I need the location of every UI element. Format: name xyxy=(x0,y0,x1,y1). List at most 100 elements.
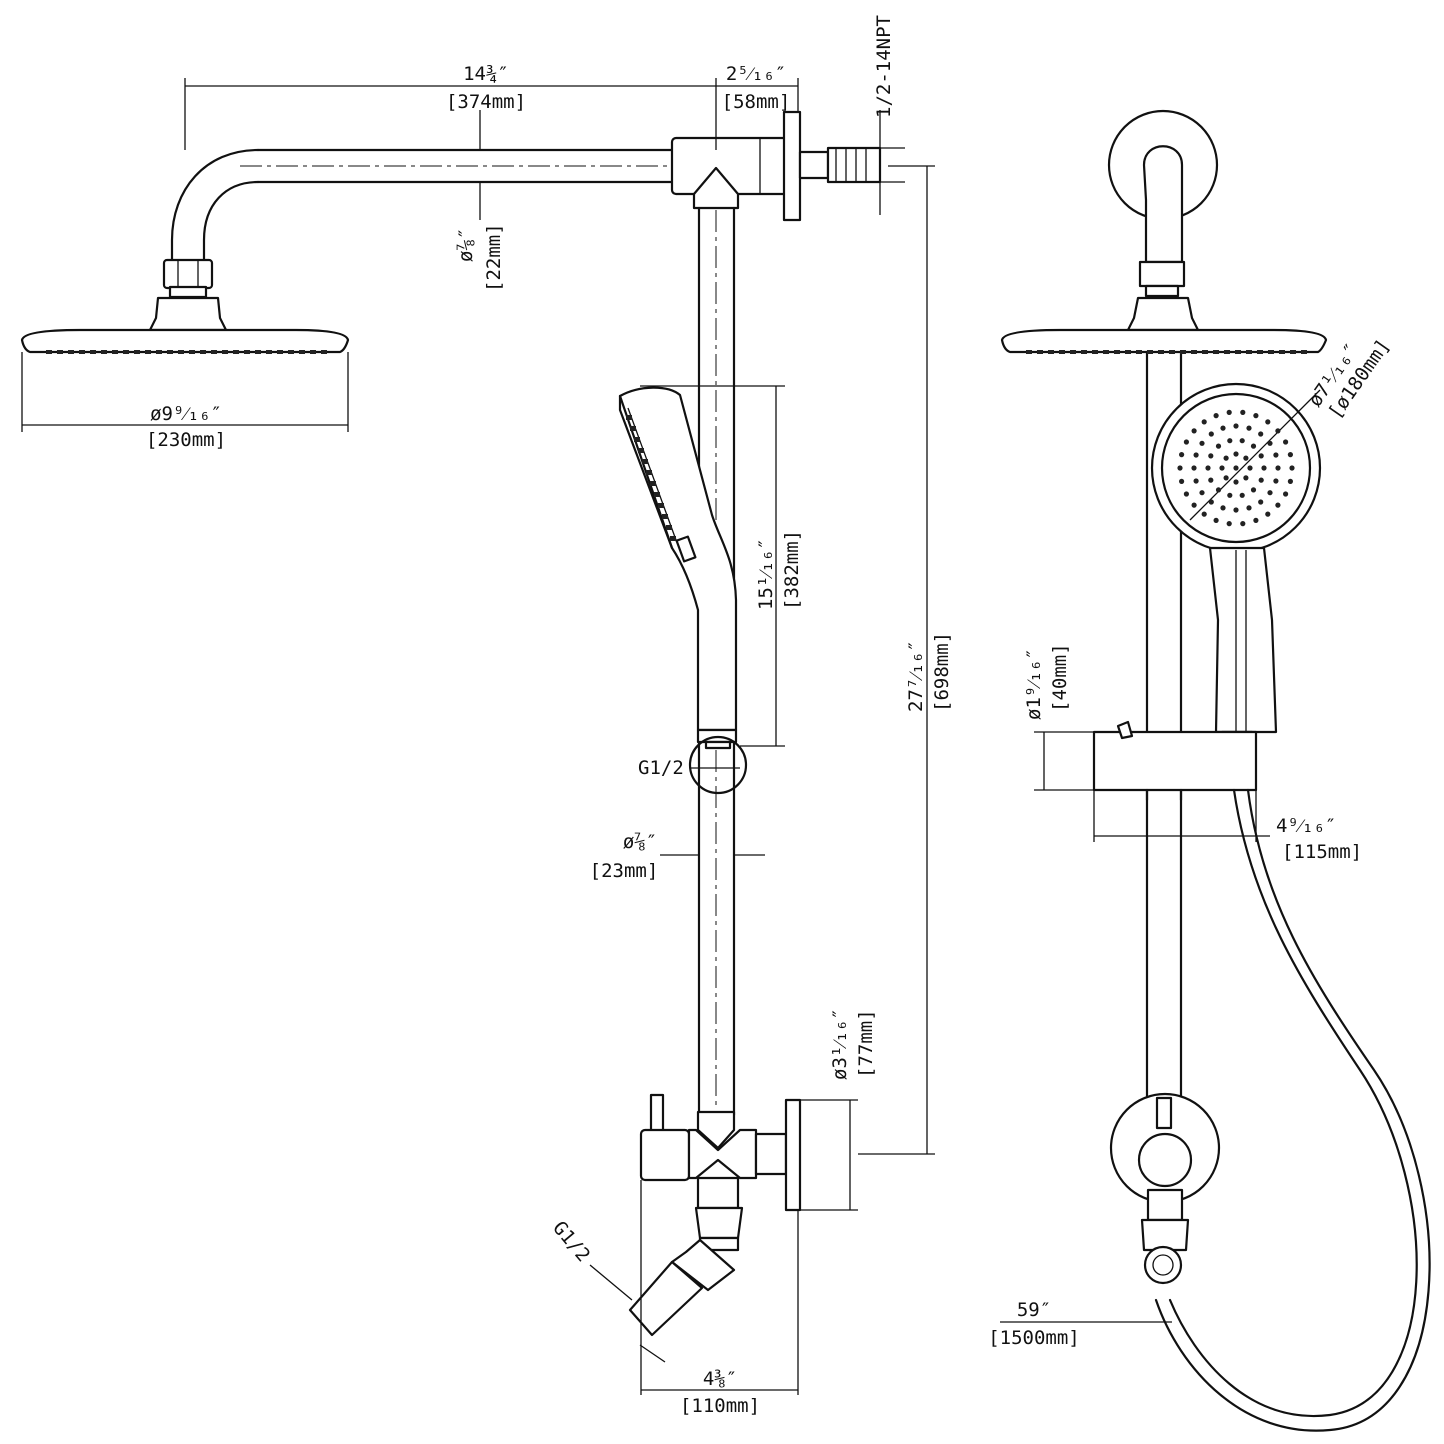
nozzle-mark xyxy=(1026,350,1032,354)
nozzle-dot xyxy=(1275,465,1281,471)
nozzle-dot xyxy=(1253,517,1259,524)
nozzle-dot xyxy=(1191,465,1197,471)
nozzle-dot xyxy=(1227,438,1233,444)
nozzle-dot xyxy=(1199,490,1205,496)
nozzle-dot xyxy=(1205,465,1211,471)
bar-height-imperial: 27⁷⁄₁₆″ xyxy=(905,640,927,712)
nozzle-mark xyxy=(1125,350,1131,354)
nozzle-mark xyxy=(662,514,668,519)
nozzle-dot xyxy=(1289,465,1295,471)
thread-detail-circle xyxy=(688,735,748,795)
bar-diameter-imperial: ø⅞″ xyxy=(623,831,657,853)
nozzle-mark xyxy=(1246,350,1252,354)
nozzle-mark xyxy=(244,350,250,354)
nozzle-mark xyxy=(666,525,672,530)
diverter-depth-metric: [110mm] xyxy=(680,1395,760,1417)
bar-height-metric: [698mm] xyxy=(931,632,953,712)
nozzle-mark xyxy=(134,350,140,354)
nozzle-dot xyxy=(1233,507,1239,513)
slider-width-imperial: 4⁹⁄₁₆″ xyxy=(1276,815,1336,837)
nozzle-dot xyxy=(1239,492,1245,498)
nozzle-mark xyxy=(266,350,272,354)
nozzle-mark xyxy=(1158,350,1164,354)
nozzle-dot xyxy=(1208,453,1214,459)
nozzle-mark xyxy=(1257,350,1263,354)
nozzle-mark xyxy=(1103,350,1109,354)
nozzle-dot xyxy=(1287,478,1293,484)
nozzle-mark xyxy=(650,481,656,486)
rain-shower-head-side xyxy=(20,296,350,354)
nozzle-mark xyxy=(57,350,63,354)
nozzle-dot xyxy=(1208,431,1214,437)
nozzle-dot xyxy=(1247,465,1253,471)
side-view xyxy=(20,110,882,1337)
nozzle-mark xyxy=(1136,350,1142,354)
nozzle-dot xyxy=(1233,479,1239,485)
flange-diameter-metric: [77mm] xyxy=(855,1009,877,1078)
slider-height-imperial: ø1⁹⁄₁₆″ xyxy=(1023,648,1045,720)
arm-diameter-metric: [22mm] xyxy=(483,223,505,292)
nozzle-mark xyxy=(1224,350,1230,354)
nozzle-dot xyxy=(1240,409,1246,415)
arm-length-metric: [374mm] xyxy=(446,91,526,113)
handheld-face xyxy=(1150,382,1322,746)
nozzle-mark xyxy=(46,350,52,354)
nozzle-dot xyxy=(1243,475,1249,481)
nozzle-dot xyxy=(1258,499,1264,505)
nozzle-dot xyxy=(1199,440,1205,446)
nozzle-mark xyxy=(630,426,636,431)
handheld-length-metric: [382mm] xyxy=(781,530,803,610)
nozzle-dot xyxy=(1240,521,1246,527)
nozzle-dot xyxy=(1219,465,1225,471)
nozzle-dot xyxy=(1220,425,1226,431)
inlet-thread-label: G1/2 xyxy=(548,1217,594,1266)
dimension-labels: 14¾″ [374mm] 2⁵⁄₁₆″ [58mm] 1/2-14NPT ø⅞″… xyxy=(146,15,1395,1417)
nozzle-dot xyxy=(1191,502,1197,508)
nozzle-mark xyxy=(1191,350,1197,354)
nozzle-mark xyxy=(1092,350,1098,354)
nozzle-dot xyxy=(1183,491,1189,497)
hose-length-metric: [1500mm] xyxy=(988,1327,1080,1349)
arm-offset-imperial: 2⁵⁄₁₆″ xyxy=(726,63,786,85)
nozzle-mark xyxy=(1114,350,1120,354)
diverter-depth-imperial: 4⅜″ xyxy=(703,1368,737,1390)
nozzle-dot xyxy=(1220,505,1226,511)
bar-diameter-metric: [23mm] xyxy=(590,860,659,882)
nozzle-dot xyxy=(1273,452,1279,458)
rain-head-diameter-imperial: ø9⁹⁄₁₆″ xyxy=(150,403,222,425)
arm-offset-metric: [58mm] xyxy=(722,91,791,113)
nozzle-mark xyxy=(1180,350,1186,354)
nozzle-mark xyxy=(642,459,648,464)
nozzle-dot xyxy=(1283,491,1289,497)
nozzle-mark xyxy=(123,350,129,354)
nozzle-mark xyxy=(1235,350,1241,354)
front-view xyxy=(1000,109,1431,1432)
slider-width-metric: [115mm] xyxy=(1282,841,1362,863)
nozzle-dot xyxy=(1201,511,1207,517)
nozzle-mark xyxy=(626,415,632,420)
handheld-thread-label: G1/2 xyxy=(638,757,684,779)
nozzle-dot xyxy=(1233,423,1239,429)
hose xyxy=(1168,788,1418,1418)
arm-diameter-imperial: ø⅞″ xyxy=(455,228,477,262)
nozzle-dot xyxy=(1201,419,1207,425)
nozzle-mark xyxy=(310,350,316,354)
nozzle-dot xyxy=(1191,428,1197,434)
nozzle-mark xyxy=(1268,350,1274,354)
nozzle-dot xyxy=(1253,413,1259,419)
nozzle-dot xyxy=(1287,452,1293,458)
flange-diameter-imperial: ø3¹⁄₁₆″ xyxy=(829,1008,851,1080)
nozzle-mark xyxy=(654,492,660,497)
nozzle-dot xyxy=(1273,478,1279,484)
nozzle-mark xyxy=(288,350,294,354)
nozzle-mark xyxy=(211,350,217,354)
nozzle-dot xyxy=(1193,478,1199,484)
nozzle-mark xyxy=(277,350,283,354)
nozzle-mark xyxy=(145,350,151,354)
nozzle-dot xyxy=(1267,490,1273,496)
nozzle-dot xyxy=(1261,465,1267,471)
nozzle-mark xyxy=(1048,350,1054,354)
nozzle-dot xyxy=(1227,492,1233,498)
shower-arm xyxy=(162,148,674,299)
nozzle-dot xyxy=(1250,487,1257,493)
